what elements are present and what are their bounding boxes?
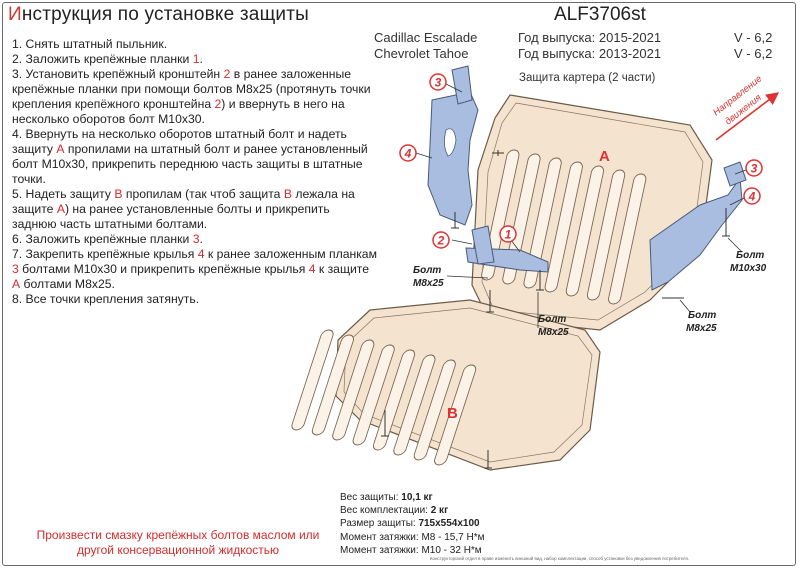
step-1: 1. Снять штатный пыльник. bbox=[12, 37, 168, 51]
spec-torque-m10: Момент затяжки: M10 - 32 Н*м bbox=[340, 544, 482, 556]
lubrication-note: Произвести смазку крепёжных болтов масло… bbox=[36, 528, 320, 557]
spec-torque-m8: Момент затяжки: M8 - 15,7 Н*м bbox=[340, 531, 485, 543]
svg-text:4: 4 bbox=[404, 147, 412, 161]
callout-3-right: 3 bbox=[745, 159, 763, 177]
direction-arrow: Направление движения bbox=[711, 73, 780, 141]
callout-4-left: 4 bbox=[399, 144, 417, 162]
svg-text:Болт: Болт bbox=[538, 314, 566, 325]
step-3: 3. Установить крепёжный кронштейн 2 в ра… bbox=[12, 67, 371, 126]
svg-text:Болт: Болт bbox=[688, 310, 716, 321]
slotsA-rib bbox=[565, 165, 605, 297]
slotsB-rib bbox=[393, 354, 436, 456]
callout-4-right: 4 bbox=[743, 187, 761, 205]
slotsB-rib bbox=[413, 359, 456, 461]
vehicle-model-2: Chevrolet Tahoe bbox=[374, 46, 469, 61]
slotsA-rib bbox=[544, 161, 583, 293]
svg-text:3: 3 bbox=[751, 162, 758, 176]
step-2: 2. Заложить крепёжные планки 1. bbox=[12, 52, 203, 66]
plate-b-ribs bbox=[291, 329, 477, 466]
bolt-label-m8-left: Болт M8x25 bbox=[413, 265, 444, 289]
mounting-bolts bbox=[381, 150, 730, 469]
bolt-label-m10: Болт M10x30 bbox=[730, 250, 767, 274]
svg-text:3: 3 bbox=[435, 76, 442, 90]
spec-weight: Вес защиты: 10,1 кг bbox=[340, 492, 433, 503]
bolt-label-m8-center: Болт M8x25 bbox=[538, 314, 569, 338]
front-mounting-bracket bbox=[465, 225, 549, 273]
svg-text:M8x25: M8x25 bbox=[413, 278, 444, 289]
spec-kit-weight: Вес комплектации: 2 кг bbox=[340, 505, 449, 517]
svg-text:M8x25: M8x25 bbox=[686, 323, 717, 334]
svg-text:4: 4 bbox=[748, 190, 756, 204]
step-7: 7. Закрепить крепёжные крылья 4 к ранее … bbox=[12, 247, 377, 291]
svg-text:M8x25: M8x25 bbox=[538, 327, 569, 338]
vehicle-years-2: Год выпуска: 2013-2021 bbox=[518, 46, 662, 61]
slotsB-rib bbox=[291, 329, 334, 431]
diagram-subtitle: Защита картера (2 части) bbox=[519, 72, 656, 84]
svg-text:Болт: Болт bbox=[736, 250, 764, 261]
slotsB-rib bbox=[372, 349, 416, 451]
spec-size: Размер защиты: 715x554x100 bbox=[340, 518, 480, 530]
step-4: 4. Ввернуть на несколько оборотов штатны… bbox=[12, 127, 368, 186]
slotsB-rib bbox=[352, 344, 395, 446]
slotsA-rib bbox=[608, 173, 647, 305]
slotsB-rib bbox=[311, 334, 354, 436]
callout-1: 1 bbox=[499, 225, 517, 243]
bolt-label-m8-right: Болт M8x25 bbox=[686, 310, 717, 334]
page-title: Инструкция по установке защиты bbox=[8, 4, 309, 25]
part-a-label: A bbox=[599, 148, 610, 165]
svg-text:2: 2 bbox=[437, 234, 445, 248]
spec-block: Вес защиты: 10,1 кг Вес комплектации: 2 … bbox=[340, 491, 484, 557]
svg-text:M10x30: M10x30 bbox=[730, 263, 767, 274]
svg-text:Болт: Болт bbox=[413, 265, 441, 276]
vehicle-model-1: Cadillac Escalade bbox=[374, 30, 478, 45]
installation-steps: 1. Снять штатный пыльник. 2. Заложить кр… bbox=[12, 37, 377, 307]
left-bracket-wing bbox=[427, 65, 479, 226]
slotsA-rib bbox=[586, 169, 626, 301]
vehicle-engine-2: V - 6,2 bbox=[734, 46, 773, 61]
product-code: ALF3706st bbox=[554, 4, 646, 25]
step-5: 5. Надеть защиту В пропилам (так чтоб за… bbox=[12, 187, 355, 231]
disclaimer: Конструкторский отдел в праве изменить в… bbox=[430, 556, 690, 561]
step-8: 8. Все точки крепления затянуть. bbox=[12, 292, 200, 306]
svg-text:1: 1 bbox=[505, 228, 512, 242]
slotsB-rib bbox=[332, 339, 375, 441]
part-b-label: B bbox=[447, 405, 458, 422]
vehicle-engine-1: V - 6,2 bbox=[734, 30, 773, 45]
callout-3-left: 3 bbox=[429, 73, 447, 91]
step-6: 6. Заложить крепёжные планки 3. bbox=[12, 232, 203, 246]
callout-2: 2 bbox=[432, 231, 450, 249]
vehicle-years-1: Год выпуска: 2015-2021 bbox=[518, 30, 662, 45]
slotsB-rib bbox=[434, 364, 477, 466]
